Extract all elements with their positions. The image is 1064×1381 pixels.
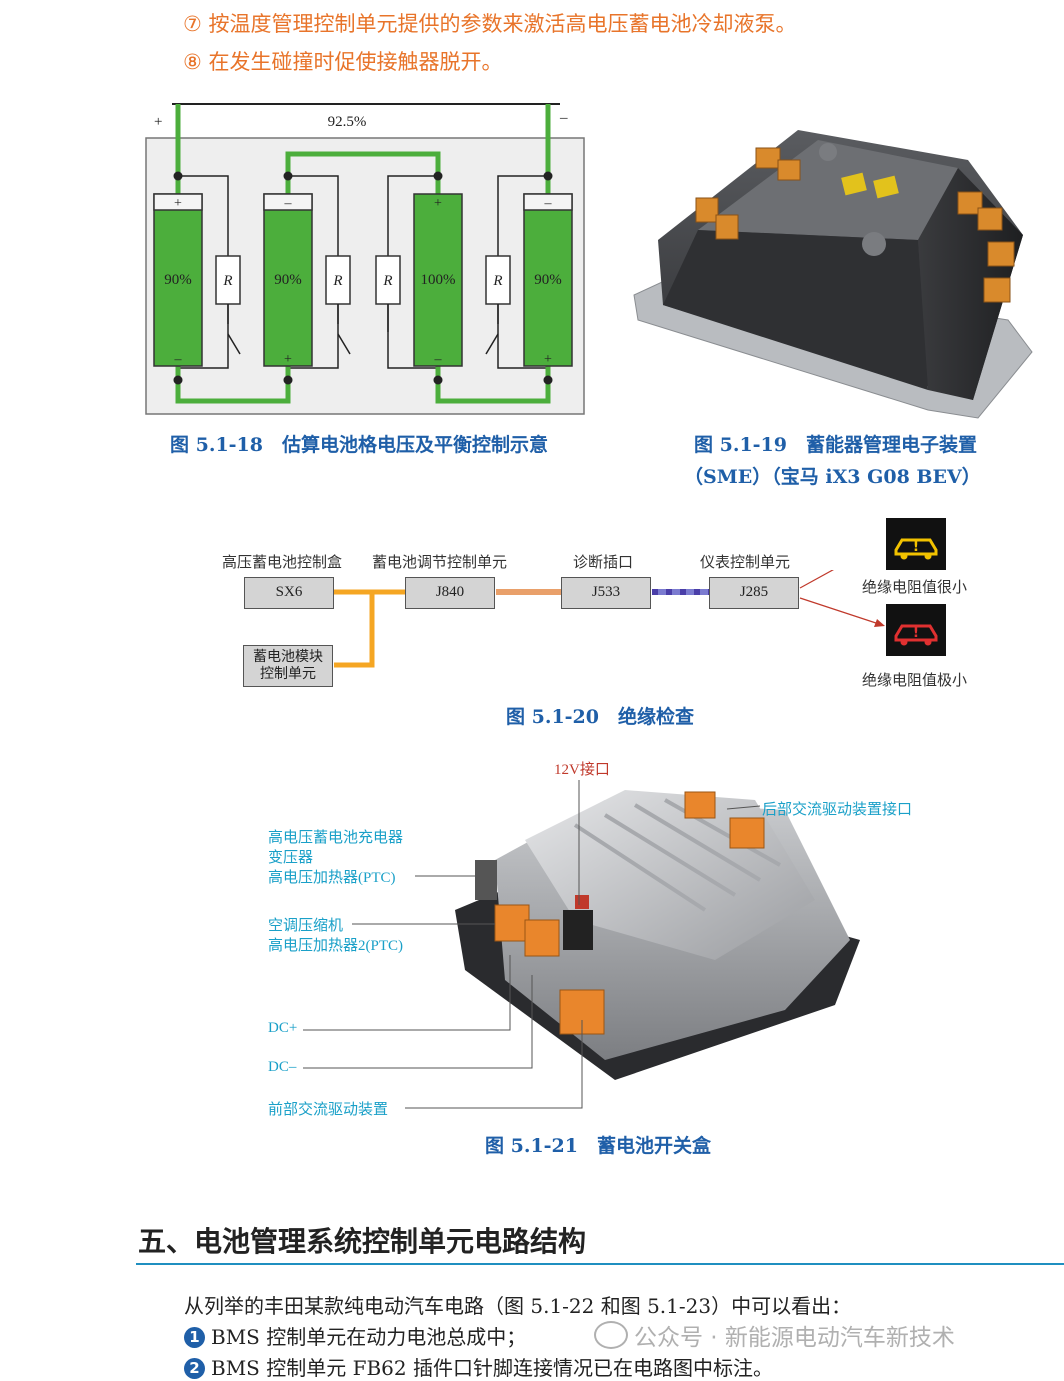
cell-2-bottom-sign: + [284,352,292,367]
point-text: BMS 控制单元在动力电池总成中； [211,1325,527,1349]
svg-text:!: ! [913,539,919,555]
point-number: 2 [184,1358,205,1379]
list-item-text: 按温度管理控制单元提供的参数来激活高电压蓄电池冷却液泵。 [208,12,797,36]
car-warning-icon: ! [894,624,938,646]
warning-text-2: 绝缘电阻值极小 [862,671,968,689]
hv-battery-charger-label: 高电压蓄电池充电器 [268,830,404,846]
list-item-8: ⑧ 在发生碰撞时促使接触器脱开。 [183,46,503,76]
resistor-1-label: R [222,273,232,289]
resistor-2-label: R [332,273,342,289]
wechat-icon [594,1321,628,1349]
ac-compressor-label: 空调压缩机 [268,918,344,934]
list-item-text: 在发生碰撞时促使接触器脱开。 [208,50,503,74]
sme-device-image [633,130,1033,419]
cell-1-bottom-sign: – [174,352,183,367]
12v-port-label: 12V接口 [554,762,610,778]
cell-3-top-sign: + [434,196,442,211]
cell-4-top-sign: – [544,196,553,211]
battery-cell-4 [523,193,573,367]
battery-cell-3 [413,193,463,367]
dc-plus-label: DC+ [268,1020,298,1036]
battery-switch-box-image [455,790,860,1080]
cell-4-percent: 90% [534,272,562,288]
callout-lines [303,780,761,1109]
sx6-label: 高压蓄电池控制盒 [222,553,343,571]
rear-ac-drive-port-label: 后部交流驱动装置接口 [762,802,913,818]
cell-1-top-sign: + [174,196,182,211]
watermark-text: 公众号 · 新能源电动汽车新技术 [634,1325,955,1351]
list-item-7: ⑦ 按温度管理控制单元提供的参数来激活高电压蓄电池冷却液泵。 [183,8,797,38]
heading-underline [136,1263,1064,1265]
fig-5-1-19-caption-line2: （SME）（宝马 iX3 G08 BEV） [684,466,981,488]
point-text: BMS 控制单元 FB62 插件口针脚连接情况已在电路图中标注。 [211,1356,773,1380]
cell-1-percent: 90% [164,272,192,288]
point-number: 1 [184,1327,205,1348]
car-warning-icon: ! [894,538,938,560]
hv-heater-ptc-label: 高电压加热器(PTC) [268,870,396,886]
positive-terminal-label: + [154,114,162,130]
sx6-box: SX6 [244,577,334,609]
section-intro: 从列举的丰田某款纯电动汽车电路（图 5.1-22 和图 5.1-23）中可以看出… [184,1294,852,1318]
list-marker: ⑦ [183,12,202,36]
j840-label: 蓄电池调节控制单元 [372,553,508,571]
transformer-label: 变压器 [268,850,314,866]
front-ac-drive-label: 前部交流驱动装置 [268,1102,389,1118]
j533-label: 诊断插口 [573,553,634,571]
resistor-3-label: R [382,273,392,289]
balancing-resistors [215,255,511,305]
fig-5-1-21-caption: 图 5.1-21 蓄电池开关盒 [485,1135,711,1157]
dc-minus-label: DC– [268,1059,297,1075]
cell-2-top-sign: – [284,196,293,211]
module-box-line2: 控制单元 [260,666,316,682]
insulation-check-wiring [332,570,885,668]
wechat-watermark: 公众号 · 新能源电动汽车新技术 [594,1318,955,1352]
cell-2-percent: 90% [274,272,302,288]
j285-label: 仪表控制单元 [700,553,791,571]
fig-5-1-18-caption: 图 5.1-18 估算电池格电压及平衡控制示意 [170,434,548,456]
resistor-4-label: R [492,273,502,289]
fig-5-1-20-caption: 图 5.1-20 绝缘检查 [506,706,694,728]
section-heading: 五、电池管理系统控制单元电路结构 [138,1225,587,1258]
balancing-switches [227,304,499,355]
j285-box: J285 [709,577,799,609]
warning-text-1: 绝缘电阻值很小 [862,578,968,596]
battery-cell-2 [263,193,313,367]
module-box-line1: 蓄电池模块 [253,649,323,665]
list-marker: ⑧ [183,50,202,74]
j840-box: J840 [405,577,495,609]
svg-text:!: ! [913,625,919,641]
hv-heater-2-ptc-label: 高电压加热器2(PTC) [268,938,404,954]
total-soc-label: 92.5% [328,114,367,130]
warning-lamp-red: ! [886,604,946,656]
cell-4-bottom-sign: + [544,352,552,367]
cell-3-percent: 100% [421,272,456,288]
point-2: 2 BMS 控制单元 FB62 插件口针脚连接情况已在电路图中标注。 [184,1352,773,1381]
cell-balancing-diagram: + – 92.5% + – + – 90% 90% 100% 90% – + –… [145,103,585,415]
junction-dots [173,171,553,385]
warning-lamp-yellow: ! [886,518,946,570]
j533-box: J533 [561,577,651,609]
point-1: 1 BMS 控制单元在动力电池总成中； [184,1321,526,1350]
fig-5-1-19-caption-line1: 图 5.1-19 蓄能器管理电子装置 [694,434,977,456]
cell-3-bottom-sign: – [434,352,443,367]
battery-cell-1 [153,193,203,367]
battery-module-control-box: 蓄电池模块 控制单元 [243,645,333,687]
negative-terminal-label: – [559,110,568,126]
